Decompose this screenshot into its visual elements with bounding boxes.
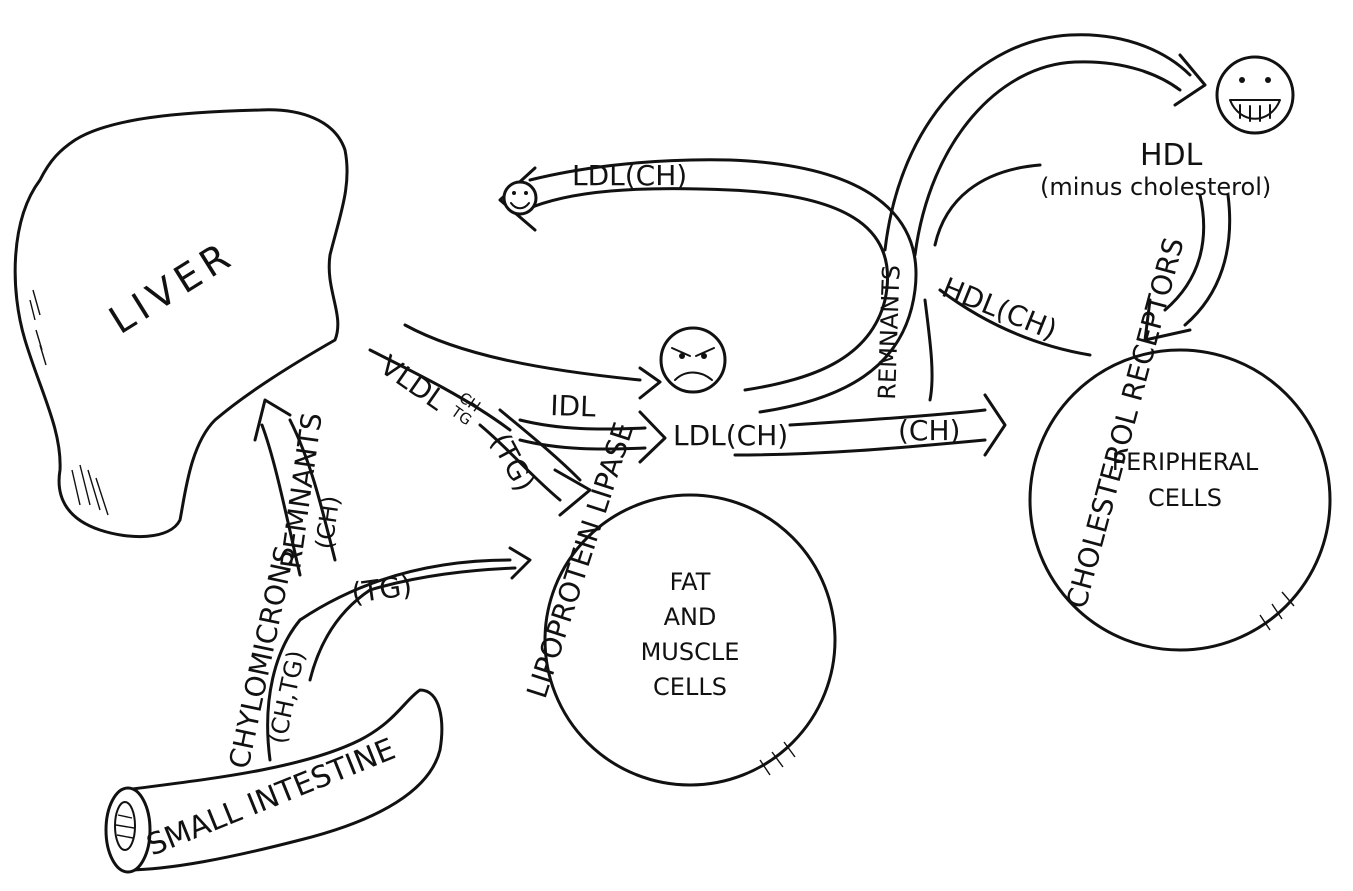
fat-cells-text-4: CELLS [653,673,727,701]
hdl-label: HDL [1140,138,1203,173]
hdl-sub-label: (minus cholesterol) [1040,173,1271,201]
remnants-right-arrow [925,300,932,400]
idl-label: IDL [550,389,597,424]
fat-cells-text-3: MUSCLE [641,638,740,666]
angry-face-icon [661,328,725,392]
ch-arrow-label: (CH) [898,414,960,447]
remnants-right-label: REMNANTS [873,265,906,401]
fat-cells-text-1: FAT [670,568,711,596]
small-smile-face-icon [504,182,536,214]
tg-intestine-label: (TG) [349,569,414,610]
fat-cells-text-2: AND [664,603,717,631]
hdl-ch-label: HDL(CH) [937,271,1061,347]
fat-muscle-cells: FAT AND MUSCLE CELLS LIPOPROTEIN LIPASE [520,418,835,785]
vldl-label: VLDL [374,349,452,418]
smiling-face-icon [1217,57,1293,133]
ldl-top-label: LDL(CH) [572,159,687,192]
ldl-center-label: LDL(CH) [673,419,788,452]
peripheral-text-2: CELLS [1148,484,1222,512]
remnants-left-content-label: (CH) [310,494,345,551]
